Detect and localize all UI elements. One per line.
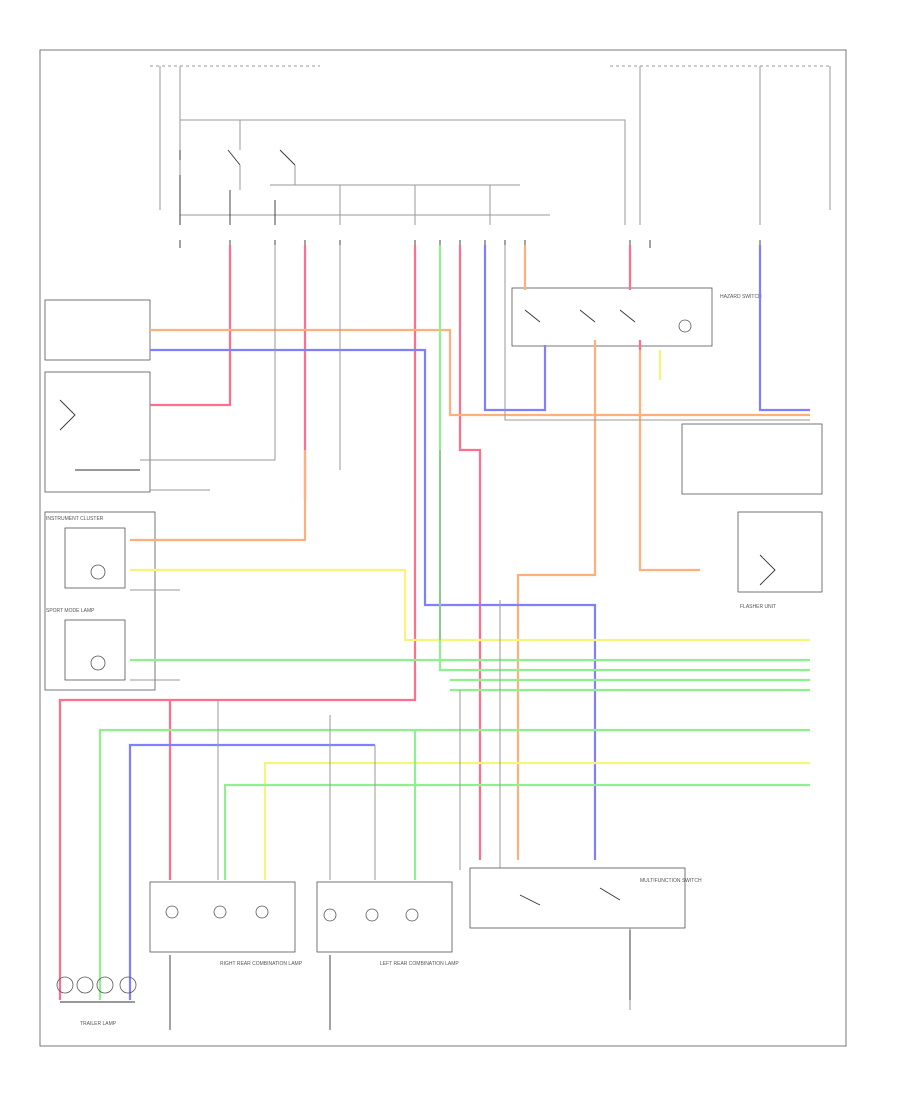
trailer-lamp: TRAILER LAMP — [56, 976, 137, 1027]
headlamp-switch-block — [179, 120, 550, 225]
ground-connectors — [169, 930, 631, 1030]
hazard-switch: HAZARD SWITCH — [511, 287, 762, 347]
left-rear-lamp-label: LEFT REAR COMBINATION LAMP — [380, 961, 459, 967]
yellow-wires — [130, 350, 810, 880]
hazard-switch-label: HAZARD SWITCH — [720, 294, 762, 300]
left-rear-combination-lamp: LEFT REAR COMBINATION LAMP — [316, 881, 459, 967]
flasher-unit: FLASHER UNIT — [681, 423, 823, 610]
instrument-cluster-label: INSTRUMENT CLUSTER — [46, 516, 104, 522]
sport-mode-lamp-label: SPORT MODE LAMP — [46, 608, 95, 614]
green-wires — [98, 245, 810, 1000]
flasher-unit-label: FLASHER UNIT — [740, 604, 776, 610]
multifunction-switch: MULTIFUNCTION SWITCH — [469, 867, 702, 929]
left-components: INSTRUMENT CLUSTER SPORT MODE LAMP — [44, 299, 156, 691]
diagram-frame — [39, 49, 847, 1047]
right-rear-combination-lamp: RIGHT REAR COMBINATION LAMP — [149, 881, 303, 967]
right-rear-lamp-label: RIGHT REAR COMBINATION LAMP — [220, 961, 303, 967]
pink-wires — [58, 245, 642, 1000]
multifunction-switch-label: MULTIFUNCTION SWITCH — [640, 878, 702, 884]
orange-wires — [130, 245, 810, 860]
trailer-lamp-label: TRAILER LAMP — [80, 1021, 117, 1027]
grey-wires — [130, 245, 810, 1010]
connector-row-top — [179, 240, 761, 248]
